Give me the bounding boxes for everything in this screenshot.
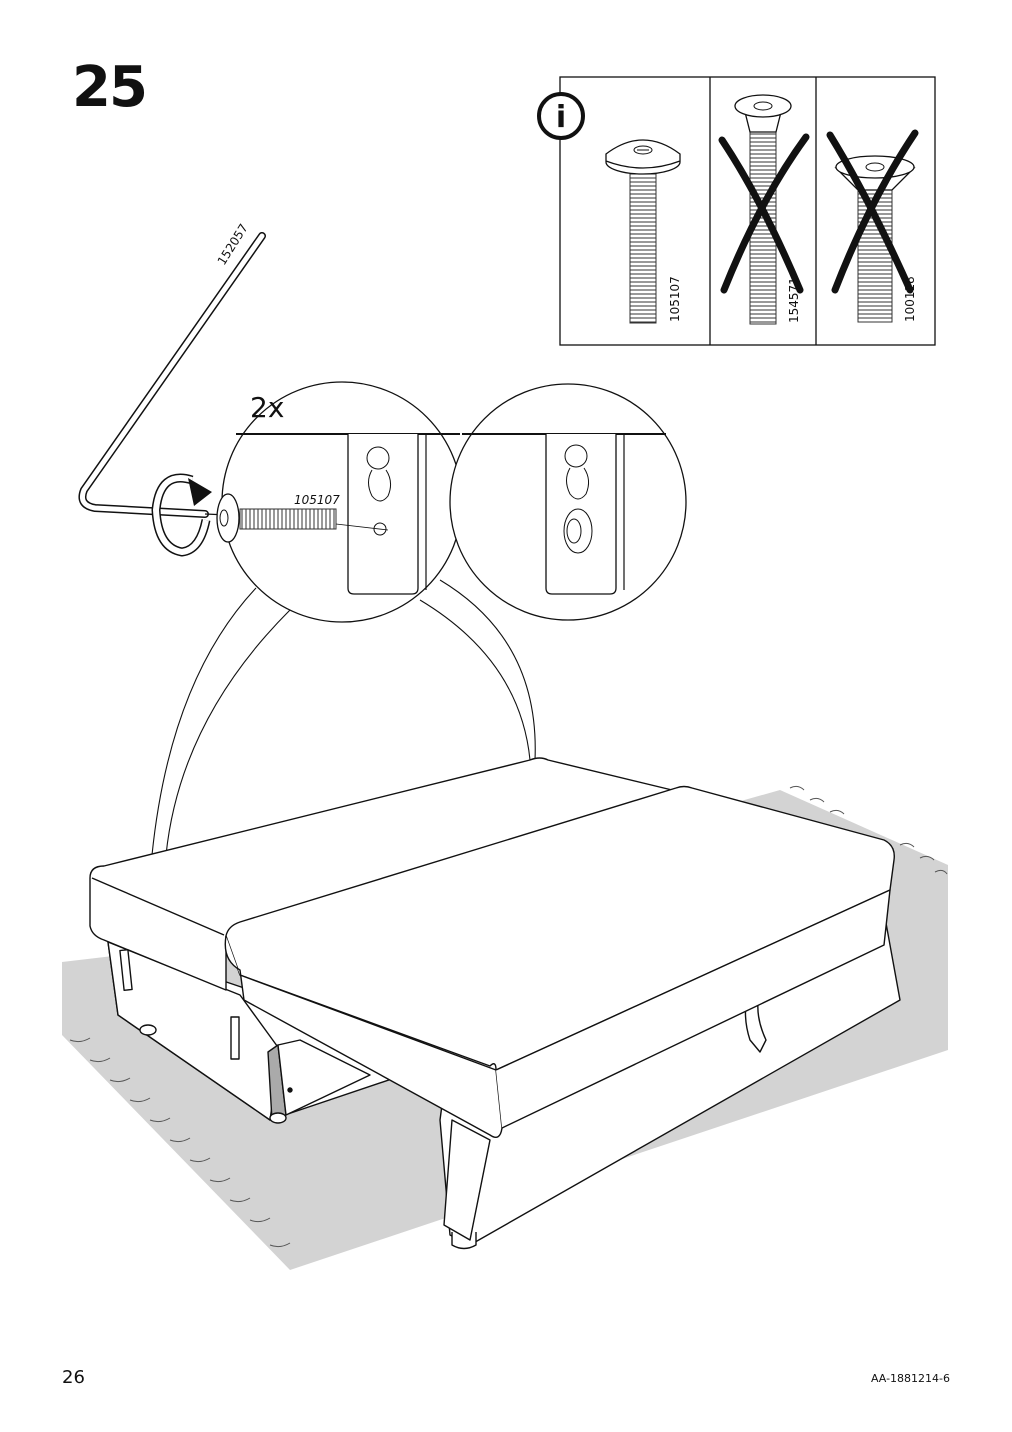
info-icon: i: [537, 92, 585, 140]
screw-105107-icon: [605, 139, 681, 324]
page-number: 26: [62, 1367, 85, 1388]
step-number: 25: [72, 55, 148, 120]
screw-105107-label: 105107: [668, 276, 682, 322]
detail-circle-after: [449, 383, 687, 621]
screw-100118-label: 100118: [903, 276, 917, 322]
screw-105107-icon: [216, 493, 389, 543]
svg-text:i: i: [556, 100, 566, 135]
rotation-arrow-icon: [151, 473, 212, 557]
detail-leader-lines: [151, 579, 536, 931]
detail-screw-label: 105107: [294, 493, 340, 507]
detail-circle-before: [221, 381, 463, 623]
screw-154571-label: 154571: [787, 277, 801, 323]
screw-info-panel: i 105107 154571: [537, 76, 936, 346]
cross-mark-icon: [826, 129, 919, 294]
document-code: AA-1881214-6: [870, 1372, 950, 1385]
quantity-label: 2x: [250, 391, 284, 424]
sofa-bed: [89, 757, 901, 1250]
cross-mark-icon: [718, 133, 810, 294]
